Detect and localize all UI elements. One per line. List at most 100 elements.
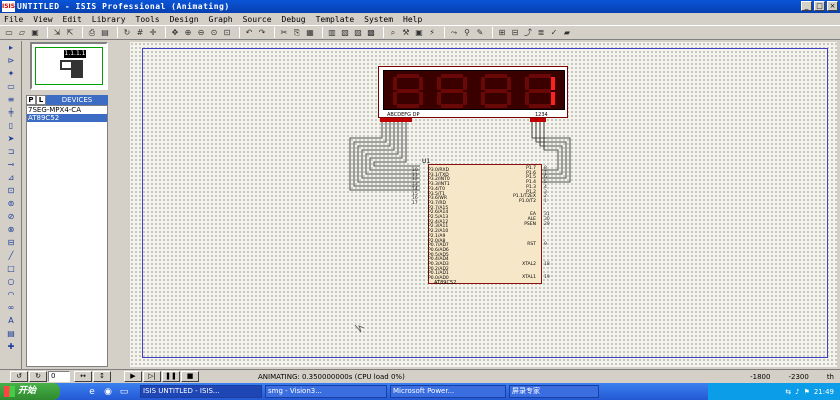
show-desktop-icon[interactable]: ▭ bbox=[119, 386, 129, 397]
at89c52-chip[interactable] bbox=[428, 164, 542, 284]
menu-help[interactable]: Help bbox=[403, 14, 423, 24]
cut-icon[interactable]: ✂ bbox=[280, 27, 288, 37]
pan-icon[interactable]: ✥ bbox=[171, 27, 179, 37]
origin-icon[interactable]: ✛ bbox=[149, 27, 157, 37]
junction-dot-icon[interactable]: ✦ bbox=[7, 69, 15, 78]
zoom-in-icon[interactable]: ⊕ bbox=[184, 27, 192, 37]
property-tool-icon[interactable]: ✎ bbox=[476, 27, 484, 37]
selection-mode-icon[interactable]: ▸ bbox=[8, 43, 13, 52]
library-manager-tab[interactable]: L bbox=[36, 95, 46, 105]
voltage-probe-icon[interactable]: ⊘ bbox=[7, 212, 15, 221]
generator-icon[interactable]: ⊚ bbox=[7, 199, 15, 208]
paste-icon[interactable]: ▦ bbox=[306, 27, 314, 37]
block-delete-icon[interactable]: ▩ bbox=[367, 27, 375, 37]
ie-icon[interactable]: e bbox=[89, 386, 95, 397]
close-button[interactable]: × bbox=[827, 1, 838, 11]
taskbar-item-isis[interactable]: ISIS UNTITLED - ISIS... bbox=[140, 385, 262, 398]
remove-sheet-icon[interactable]: ⊟ bbox=[511, 27, 519, 37]
menu-system[interactable]: System bbox=[364, 14, 394, 24]
minimize-button[interactable]: _ bbox=[801, 1, 812, 11]
virtual-instrument-icon[interactable]: ⊟ bbox=[7, 238, 15, 247]
media-player-icon[interactable]: ◉ bbox=[104, 386, 112, 397]
seven-segment-display[interactable]: ABCDEFG DP 1234 bbox=[378, 66, 568, 118]
export-icon[interactable]: ⇱ bbox=[66, 27, 74, 37]
menu-file[interactable]: File bbox=[4, 14, 24, 24]
network-icon[interactable]: ⇆ bbox=[785, 387, 792, 396]
device-item-selected[interactable]: AT89C52 bbox=[27, 114, 107, 122]
device-item[interactable]: 7SEG-MPX4-CA bbox=[28, 106, 81, 114]
import-icon[interactable]: ⇲ bbox=[53, 27, 61, 37]
pick-device-icon[interactable]: ⌕ bbox=[390, 27, 396, 37]
step-button[interactable]: ▷| bbox=[143, 371, 161, 382]
volume-icon[interactable]: ♪ bbox=[795, 387, 800, 396]
new-file-icon[interactable]: ▭ bbox=[5, 27, 13, 37]
menu-design[interactable]: Design bbox=[169, 14, 199, 24]
copy-icon[interactable]: ⎘ bbox=[293, 27, 301, 37]
rotate-cw-icon[interactable]: ↻ bbox=[29, 371, 47, 382]
line-icon[interactable]: ╱ bbox=[8, 251, 14, 260]
search-tag-icon[interactable]: ⚲ bbox=[464, 27, 470, 37]
package-icon[interactable]: ▣ bbox=[415, 27, 423, 37]
grid-icon[interactable]: # bbox=[136, 27, 144, 37]
zoom-all-icon[interactable]: ⊙ bbox=[210, 27, 218, 37]
netlist-ares-icon[interactable]: ▰ bbox=[563, 27, 571, 37]
exit-parent-icon[interactable]: ⤴ bbox=[524, 27, 532, 37]
terminal-icon[interactable]: ⊐ bbox=[7, 147, 15, 156]
box-icon[interactable]: □ bbox=[7, 264, 15, 273]
subcircuit-icon[interactable]: ▯ bbox=[8, 121, 14, 130]
menu-debug[interactable]: Debug bbox=[281, 14, 306, 24]
zoom-out-icon[interactable]: ⊖ bbox=[197, 27, 205, 37]
text-icon[interactable]: A bbox=[8, 316, 14, 325]
block-copy-icon[interactable]: ▥ bbox=[328, 27, 336, 37]
menu-graph[interactable]: Graph bbox=[208, 14, 233, 24]
block-rotate-icon[interactable]: ▨ bbox=[354, 27, 362, 37]
bill-of-materials-icon[interactable]: ≣ bbox=[537, 27, 545, 37]
mirror-horizontal-icon[interactable]: ↔ bbox=[74, 371, 92, 382]
rotate-ccw-icon[interactable]: ↺ bbox=[10, 371, 28, 382]
taskbar-item-powerpoint[interactable]: Microsoft Power... bbox=[390, 385, 506, 398]
circle-icon[interactable]: ○ bbox=[7, 277, 15, 286]
refresh-icon[interactable]: ↻ bbox=[123, 27, 131, 37]
start-button[interactable]: 开始 bbox=[0, 383, 60, 400]
menu-edit[interactable]: Edit bbox=[62, 14, 82, 24]
stop-button[interactable]: ■ bbox=[181, 371, 199, 382]
decompose-icon[interactable]: ⚡ bbox=[429, 27, 435, 37]
rotation-input[interactable]: 0 bbox=[48, 371, 70, 382]
print-area-icon[interactable]: ▤ bbox=[101, 27, 109, 37]
electrical-check-icon[interactable]: ✓ bbox=[550, 27, 558, 37]
pointer-icon[interactable]: ➤ bbox=[7, 134, 15, 143]
pick-devices-tab[interactable]: P bbox=[26, 95, 36, 105]
menu-source[interactable]: Source bbox=[242, 14, 272, 24]
menu-library[interactable]: Library bbox=[91, 14, 126, 24]
undo-icon[interactable]: ↶ bbox=[245, 27, 253, 37]
mirror-vertical-icon[interactable]: ↕ bbox=[93, 371, 111, 382]
security-icon[interactable]: ⚑ bbox=[803, 387, 810, 396]
symbol-icon[interactable]: ▤ bbox=[7, 329, 15, 338]
device-pin-icon[interactable]: ⊸ bbox=[7, 160, 15, 169]
marker-icon[interactable]: ✚ bbox=[7, 342, 15, 351]
menu-view[interactable]: View bbox=[33, 14, 53, 24]
zoom-area-icon[interactable]: ⊡ bbox=[223, 27, 231, 37]
print-icon[interactable]: ⎙ bbox=[88, 27, 96, 37]
save-icon[interactable]: ▣ bbox=[31, 27, 39, 37]
taskbar-item-recorder[interactable]: 屏录专家 bbox=[509, 385, 599, 398]
redo-icon[interactable]: ↷ bbox=[258, 27, 266, 37]
path-icon[interactable]: ∞ bbox=[7, 303, 15, 312]
component-mode-icon[interactable]: ⊳ bbox=[7, 56, 15, 65]
menu-template[interactable]: Template bbox=[315, 14, 355, 24]
text-script-icon[interactable]: ≡ bbox=[7, 95, 15, 104]
overview-window[interactable]: 1.1.1.1 bbox=[30, 42, 108, 90]
arc-icon[interactable]: ◠ bbox=[7, 290, 15, 299]
play-button[interactable]: ▶ bbox=[124, 371, 142, 382]
new-sheet-icon[interactable]: ⊞ bbox=[498, 27, 506, 37]
wire-autoroute-icon[interactable]: ⤳ bbox=[450, 27, 458, 37]
menu-tools[interactable]: Tools bbox=[135, 14, 160, 24]
pause-button[interactable]: ❚❚ bbox=[162, 371, 180, 382]
current-probe-icon[interactable]: ⊗ bbox=[7, 225, 15, 234]
taskbar-item-keil[interactable]: smg - Vision3... bbox=[265, 385, 387, 398]
block-move-icon[interactable]: ▧ bbox=[341, 27, 349, 37]
make-device-icon[interactable]: ⚒ bbox=[402, 27, 410, 37]
maximize-button[interactable]: □ bbox=[814, 1, 825, 11]
wire-label-icon[interactable]: ▭ bbox=[7, 82, 15, 91]
